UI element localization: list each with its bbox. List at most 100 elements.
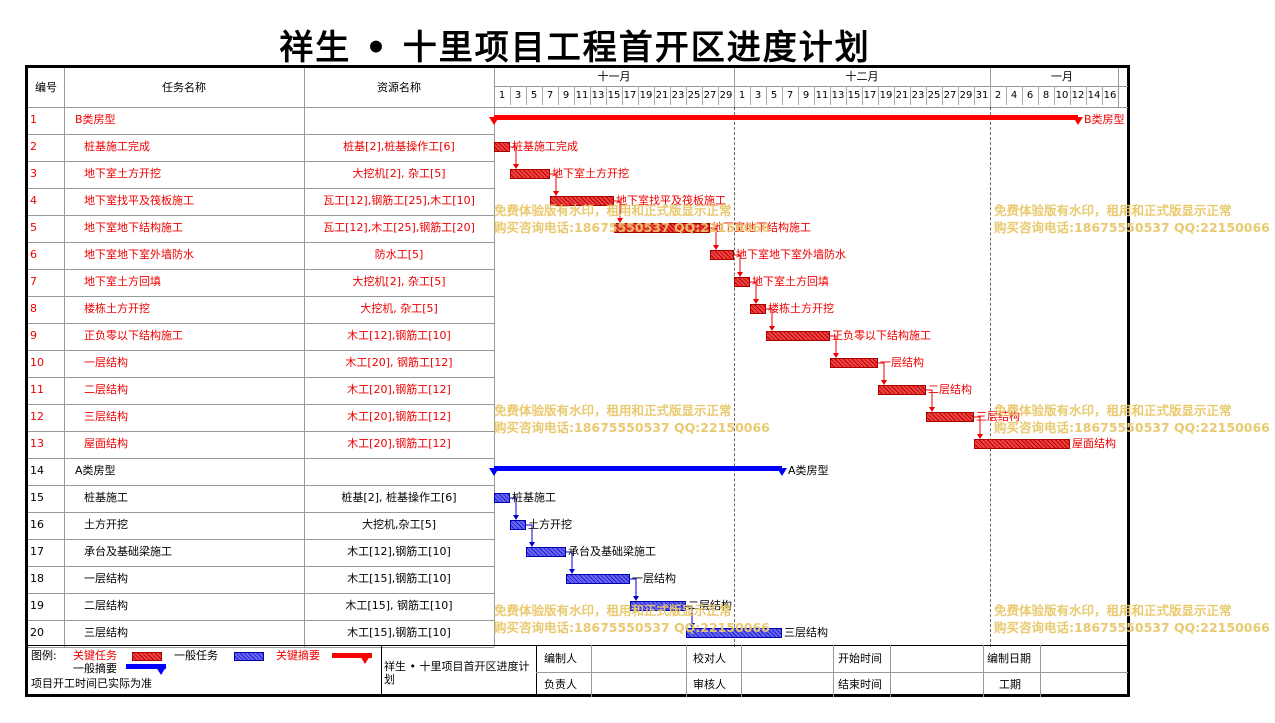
task-name: 二层结构	[84, 383, 128, 396]
watermark-line1: 免费体验版有水印，租用和正式版显示正常	[994, 603, 1232, 618]
task-id: 3	[30, 167, 37, 180]
bar-label: A类房型	[788, 464, 829, 477]
day-tick-label: 17	[623, 90, 637, 101]
row-divider	[28, 539, 494, 540]
day-tick	[590, 87, 591, 105]
day-tick-label: 15	[847, 90, 861, 101]
task-id: 13	[30, 437, 44, 450]
row-divider	[28, 269, 494, 270]
summary-start-marker	[489, 468, 499, 476]
task-name: 地下室找平及筏板施工	[84, 194, 194, 207]
month-divider	[494, 86, 1128, 87]
row-divider	[28, 242, 494, 243]
row-divider	[28, 647, 494, 648]
day-tick-label: 6	[1026, 90, 1034, 101]
task-id: 15	[30, 491, 44, 504]
watermark-line1: 免费体验版有水印，租用和正式版显示正常	[494, 403, 732, 418]
day-tick	[574, 87, 575, 105]
day-tick-label: 21	[655, 90, 669, 101]
day-tick	[1038, 87, 1039, 105]
watermark-line2: 购买咨询电话:18675550537 QQ:22150066	[994, 620, 1270, 635]
watermark: 免费体验版有水印，租用和正式版显示正常购买咨询电话:18675550537 QQ…	[994, 202, 1270, 236]
watermark-line1: 免费体验版有水印，租用和正式版显示正常	[994, 203, 1232, 218]
task-name: 承台及基础梁施工	[84, 545, 172, 558]
day-tick-label: 19	[639, 90, 653, 101]
day-tick-label: 29	[959, 90, 973, 101]
row-divider	[28, 431, 494, 432]
task-bar	[494, 493, 510, 503]
task-name: 一层结构	[84, 356, 128, 369]
row-divider	[28, 404, 494, 405]
bar-label: 一层结构	[880, 356, 924, 369]
row-divider	[28, 512, 494, 513]
legend-normal-summary-swatch	[126, 664, 166, 669]
bar-label: 土方开挖	[528, 518, 572, 531]
day-tick	[622, 87, 623, 105]
row-divider	[28, 215, 494, 216]
legend-critical-label: 关键任务	[73, 649, 117, 662]
footer-made-by: 编制人	[544, 652, 577, 665]
footer-start-time: 开始时间	[838, 652, 882, 665]
day-tick-label: 13	[591, 90, 605, 101]
day-tick-label: 5	[770, 90, 778, 101]
day-tick	[814, 87, 815, 105]
day-tick-label: 12	[1071, 90, 1085, 101]
day-tick	[734, 87, 735, 105]
day-tick-label: 23	[911, 90, 925, 101]
day-tick	[1070, 87, 1071, 105]
legend-critical-summary-end	[360, 656, 370, 664]
watermark-line2: 购买咨询电话:18675550537 QQ:22150066	[994, 220, 1270, 235]
watermark: 免费体验版有水印，租用和正式版显示正常购买咨询电话:18675550537 QQ…	[494, 202, 770, 236]
day-tick-label: 3	[514, 90, 522, 101]
watermark-line1: 免费体验版有水印，租用和正式版显示正常	[494, 603, 732, 618]
task-resource: 瓦工[12],木工[25],钢筋工[20]	[323, 221, 475, 234]
task-name: 正负零以下结构施工	[84, 329, 183, 342]
task-bar	[710, 250, 734, 260]
task-id: 4	[30, 194, 37, 207]
day-tick	[1102, 87, 1103, 105]
row-divider	[28, 377, 494, 378]
task-name: 桩基施工完成	[84, 140, 150, 153]
task-bar	[926, 412, 974, 422]
bar-label: 地下室找平及筏板施工	[616, 194, 726, 207]
summary-end-marker	[1073, 117, 1083, 125]
bar-label: 三层结构	[784, 626, 828, 639]
task-resource: 桩基[2],桩基操作工[6]	[343, 140, 455, 153]
legend-note: 项目开工时间已实际为准	[31, 677, 152, 690]
day-tick	[782, 87, 783, 105]
watermark-line2: 购买咨询电话:18675550537 QQ:22150066	[494, 620, 770, 635]
task-name: 地下室地下室外墙防水	[84, 248, 194, 261]
task-name: 楼栋土方开挖	[84, 302, 150, 315]
day-tick	[798, 87, 799, 105]
header-id: 编号	[35, 81, 57, 94]
bar-label: 二层结构	[928, 383, 972, 396]
task-id: 8	[30, 302, 37, 315]
task-bar	[510, 520, 526, 530]
task-name: 一层结构	[84, 572, 128, 585]
task-resource: 木工[20],钢筋工[12]	[347, 410, 451, 423]
task-resource: 桩基[2], 桩基操作工[6]	[341, 491, 457, 504]
task-id: 10	[30, 356, 44, 369]
day-tick	[638, 87, 639, 105]
month-label: 一月	[1051, 70, 1073, 83]
task-id: 20	[30, 626, 44, 639]
task-resource	[304, 107, 494, 134]
task-bar	[566, 574, 630, 584]
task-name: B类房型	[75, 113, 116, 126]
summary-start-marker	[489, 117, 499, 125]
footer-audited-by: 审核人	[693, 678, 726, 691]
day-tick-label: 27	[943, 90, 957, 101]
task-resource: 防水工[5]	[374, 248, 424, 261]
row-divider	[28, 566, 494, 567]
task-resource: 木工[15],钢筋工[10]	[347, 572, 451, 585]
timeline-end	[1118, 68, 1119, 107]
row-divider	[28, 323, 494, 324]
summary-end-marker	[777, 468, 787, 476]
day-tick	[1086, 87, 1087, 105]
legend-critical-summary-swatch	[332, 653, 372, 658]
watermark: 免费体验版有水印，租用和正式版显示正常购买咨询电话:18675550537 QQ…	[994, 602, 1270, 636]
day-tick	[926, 87, 927, 105]
summary-bar	[494, 115, 1078, 120]
day-tick-label: 11	[815, 90, 829, 101]
task-name: A类房型	[75, 464, 116, 477]
